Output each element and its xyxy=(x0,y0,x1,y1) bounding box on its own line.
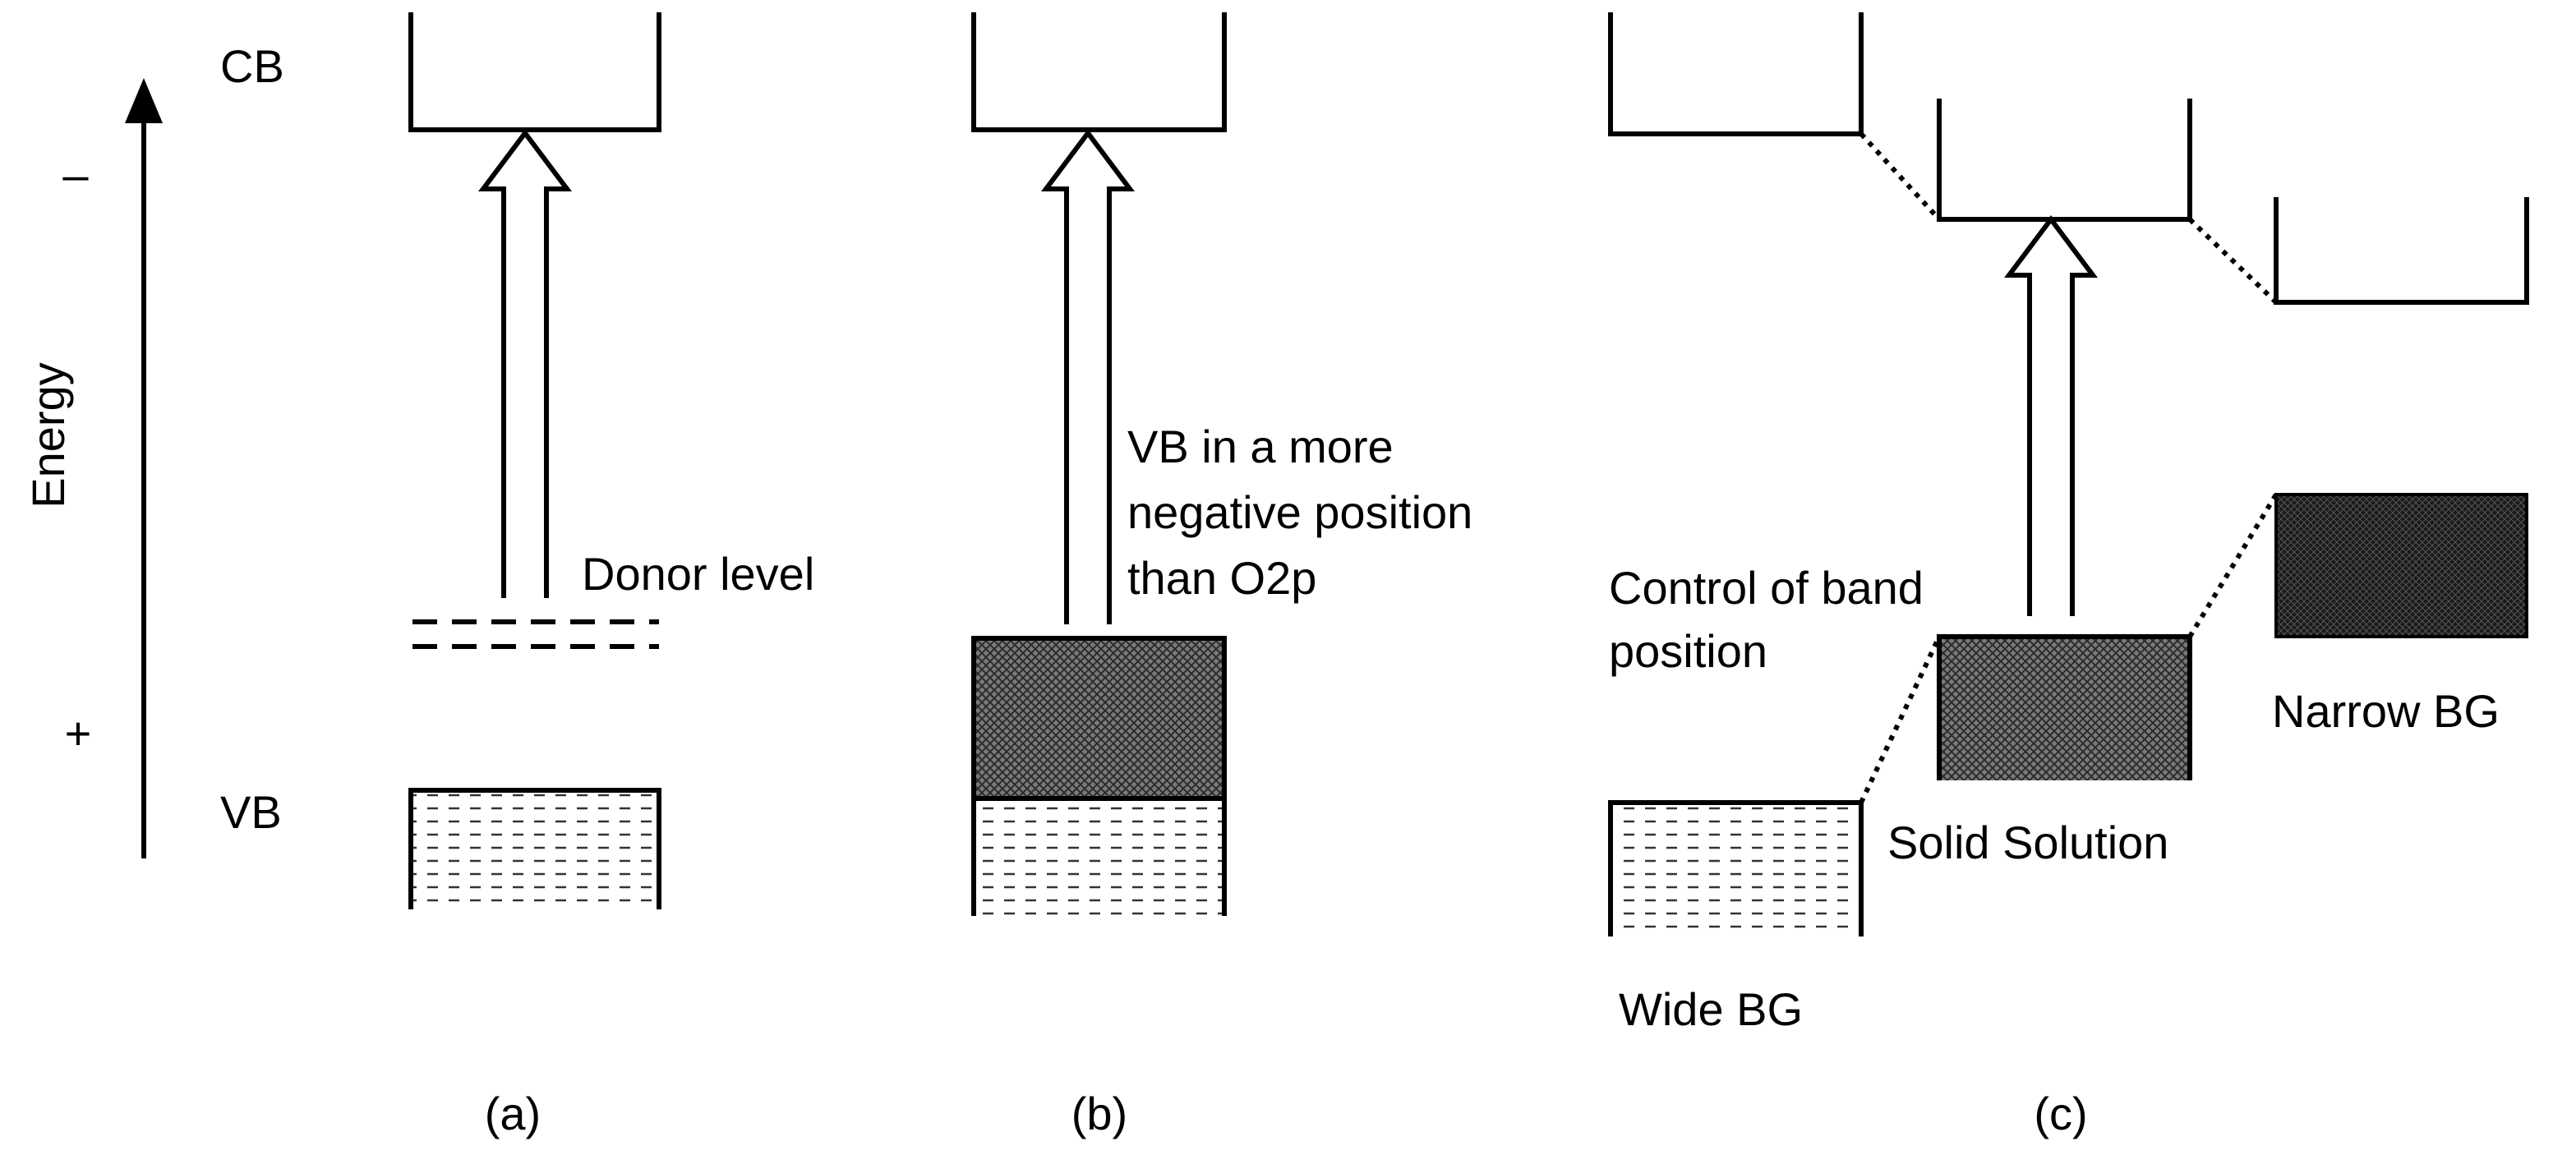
panel-c: Control of band position Wide BG Solid S… xyxy=(1608,12,2529,1139)
panel-a-donor-label: Donor level xyxy=(582,548,814,600)
panel-a-valence-band xyxy=(411,790,659,909)
energy-axis-arrowhead xyxy=(125,78,163,123)
panel-b-raised-valence-band xyxy=(974,638,1224,798)
panel-c-excitation-arrow xyxy=(2004,215,2098,616)
panel-c-cb-connector-left xyxy=(1859,131,1942,222)
panel-a-caption: (a) xyxy=(485,1088,541,1139)
panel-c-narrow-valence-band xyxy=(2274,493,2528,638)
panel-c-solid-valence-band xyxy=(1939,637,2190,780)
energy-axis-label: Energy xyxy=(22,362,74,508)
energy-axis: Energy – + CB VB xyxy=(22,40,284,858)
panel-c-wide-valence-band xyxy=(1611,803,1861,936)
panel-b-conduction-band xyxy=(971,12,1227,132)
panel-c-solid-solution-label: Solid Solution xyxy=(1887,817,2168,868)
panel-b-annotation-line-1: VB in a more xyxy=(1127,421,1394,472)
panel-c-vb-connector-right xyxy=(2187,493,2279,638)
panel-c-wide-conduction-band xyxy=(1608,12,1864,136)
energy-minus-sign: – xyxy=(62,149,89,200)
energy-plus-sign: + xyxy=(65,707,92,759)
panel-c-narrow-conduction-band xyxy=(2274,197,2529,305)
panel-c-control-label-line-2: position xyxy=(1609,625,1767,677)
panel-c-narrow-bg-label: Narrow BG xyxy=(2272,685,2500,737)
panel-c-vb-connector-left xyxy=(1859,635,1942,804)
panel-b-o2p-valence-band xyxy=(974,798,1224,916)
panel-a-excitation-arrow xyxy=(478,129,572,598)
vb-label: VB xyxy=(220,786,282,838)
panel-c-wide-bg-label: Wide BG xyxy=(1619,983,1803,1035)
panel-b-annotation-line-3: than O2p xyxy=(1127,552,1316,604)
panel-a-conduction-band xyxy=(408,12,661,132)
panel-b-excitation-arrow xyxy=(1041,129,1135,624)
panel-b: VB in a more negative position than O2p … xyxy=(971,12,1472,1139)
panel-c-solid-conduction-band xyxy=(1937,99,2192,222)
panel-c-control-label-line-1: Control of band xyxy=(1609,562,1924,614)
panel-c-caption: (c) xyxy=(2034,1088,2087,1139)
panel-b-caption: (b) xyxy=(1071,1088,1127,1139)
panel-c-cb-connector-right xyxy=(2187,217,2279,305)
panel-b-annotation-line-2: negative position xyxy=(1127,486,1472,538)
cb-label: CB xyxy=(220,40,284,92)
panel-a: Donor level (a) xyxy=(408,12,814,1139)
